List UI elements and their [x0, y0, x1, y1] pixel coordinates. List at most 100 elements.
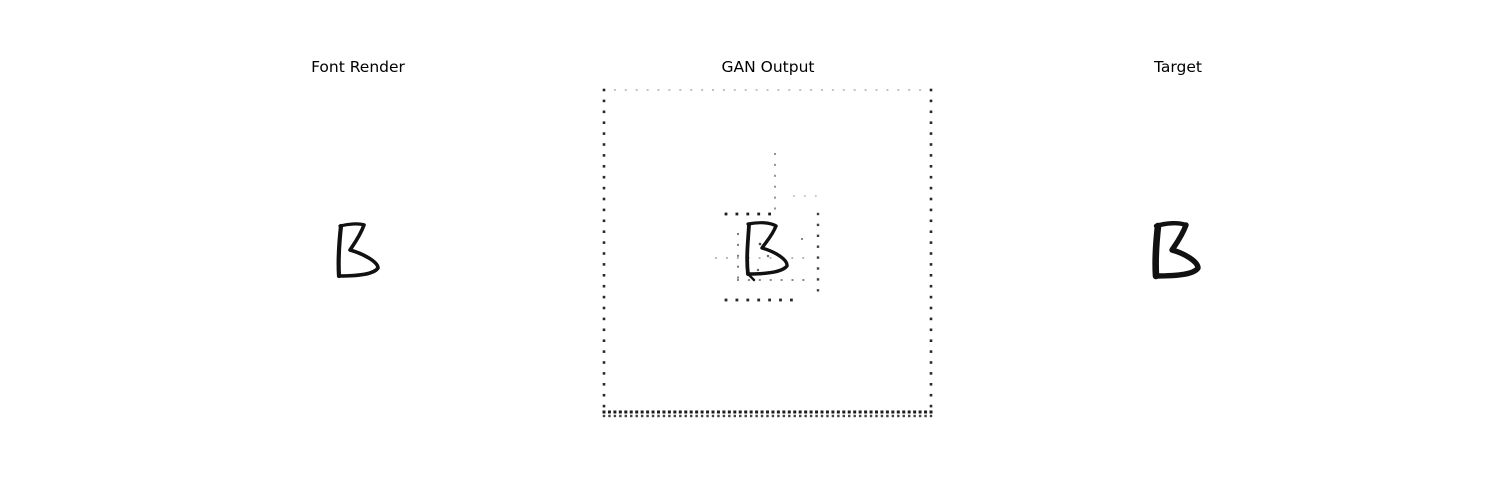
gan-artifact-dot	[869, 410, 873, 414]
gan-artifact-dot	[929, 143, 933, 146]
target-image	[1008, 84, 1348, 424]
gan-artifact-dot	[780, 279, 783, 281]
gan-artifact-dot	[858, 410, 862, 414]
gan-artifact-dot	[929, 208, 933, 212]
gan-artifact-dot	[618, 410, 622, 414]
gan-artifact-dot	[913, 410, 917, 414]
gan-artifact-dot	[929, 121, 933, 124]
gan-artifact-dot	[724, 298, 728, 302]
gan-artifact-dot	[799, 414, 802, 418]
gan-artifact-dot	[816, 212, 820, 216]
gan-artifact-dot	[684, 414, 687, 418]
gan-artifact-dot	[777, 89, 780, 91]
gan-artifact-dot	[736, 257, 739, 259]
panel-title-target: Target	[1154, 58, 1202, 76]
gan-artifact-dot	[613, 410, 617, 414]
gan-artifact-dot	[897, 414, 900, 418]
gan-artifact-dot	[766, 89, 769, 91]
gan-artifact-dot	[929, 252, 933, 255]
gan-output-glyph	[602, 88, 933, 418]
gan-artifact-dot	[602, 143, 606, 146]
gan-artifact-dot	[929, 154, 933, 157]
gan-artifact-dot	[875, 410, 878, 414]
gan-artifact-dot	[737, 276, 739, 279]
gan-artifact-dot	[737, 233, 739, 235]
gan-artifact-dot	[929, 372, 933, 375]
gan-artifact-dot	[766, 414, 769, 418]
gan-artifact-dot	[774, 196, 776, 199]
gan-artifact-dot	[602, 241, 606, 244]
gan-artifact-dot	[913, 414, 916, 418]
gan-artifact-dot	[929, 339, 933, 342]
gan-artifact-dot	[651, 414, 655, 418]
gan-output-image	[598, 84, 938, 424]
gan-artifact-dot	[929, 295, 933, 299]
gan-artifact-dot	[929, 219, 933, 223]
gan-artifact-dot	[756, 268, 760, 272]
gan-artifact-dot	[739, 414, 742, 418]
gan-artifact-dot	[602, 274, 606, 277]
gan-artifact-dot	[624, 414, 627, 418]
gan-artifact-dot	[802, 279, 805, 281]
gan-artifact-dot	[891, 414, 895, 418]
gan-artifact-dot	[929, 263, 933, 266]
gan-artifact-dot	[602, 165, 606, 168]
gan-artifact-dot	[602, 230, 606, 233]
gan-artifact-dot	[755, 410, 759, 414]
gan-artifact-dot	[929, 186, 933, 190]
gan-artifact-dot	[864, 414, 867, 418]
gan-artifact-dot	[737, 279, 739, 281]
gan-artifact-dot	[820, 414, 824, 418]
gan-artifact-dot	[722, 414, 726, 418]
gan-artifact-dot	[695, 414, 698, 418]
gan-artifact-dot	[929, 88, 933, 92]
gan-artifact-dot	[602, 208, 606, 212]
gan-artifact-dot	[602, 414, 606, 418]
gan-artifact-dot	[929, 383, 933, 386]
gan-artifact-dot	[700, 410, 704, 414]
gan-artifact-dot	[801, 238, 803, 240]
gan-artifact-dot	[885, 410, 889, 414]
gan-artifact-dot	[747, 279, 750, 281]
font-render-glyph	[336, 222, 380, 279]
gan-artifact-dot	[799, 89, 802, 91]
panel-gan-output: GAN Output	[598, 0, 938, 500]
gan-artifact-dot	[646, 414, 649, 418]
gan-artifact-dot	[774, 163, 776, 166]
gan-artifact-dot	[929, 350, 933, 353]
gan-artifact-dot	[706, 410, 710, 414]
gan-artifact-dot	[679, 89, 682, 91]
gan-artifact-dot	[814, 195, 817, 197]
gan-artifact-dot	[798, 410, 802, 414]
panel-font-render: Font Render	[188, 0, 528, 500]
gan-artifact-dot	[727, 410, 731, 414]
gan-artifact-dot	[695, 410, 699, 414]
gan-artifact-dot	[602, 295, 606, 299]
gan-artifact-dot	[929, 230, 933, 233]
gan-artifact-dot	[684, 410, 688, 414]
gan-artifact-dot	[711, 414, 715, 418]
gan-artifact-dot	[662, 414, 666, 418]
gan-artifact-dot	[842, 89, 845, 91]
gan-artifact-dot	[602, 110, 606, 114]
gan-artifact-dot	[706, 414, 709, 418]
gan-artifact-dot	[724, 212, 728, 216]
gan-artifact-dot	[831, 89, 834, 91]
gan-artifact-dot	[602, 328, 606, 332]
gan-artifact-dot	[837, 414, 840, 418]
gan-artifact-dot	[853, 89, 856, 91]
gan-artifact-dot	[853, 414, 856, 418]
gan-artifact-dot	[869, 414, 873, 418]
gan-artifact-dot	[802, 257, 805, 259]
gan-artifact-dot	[816, 278, 820, 281]
gan-artifact-dot	[918, 410, 922, 414]
gan-artifact-dot	[815, 410, 819, 414]
gan-artifact-dot	[790, 298, 793, 302]
gan-artifact-dot	[602, 284, 606, 288]
gan-artifact-dot	[662, 410, 666, 414]
gan-artifact-dot	[624, 410, 628, 414]
gan-artifact-dot	[744, 89, 747, 91]
gan-artifact-dot	[602, 306, 606, 310]
gan-artifact-dot	[733, 89, 736, 91]
gan-artifact-dot	[836, 410, 840, 414]
